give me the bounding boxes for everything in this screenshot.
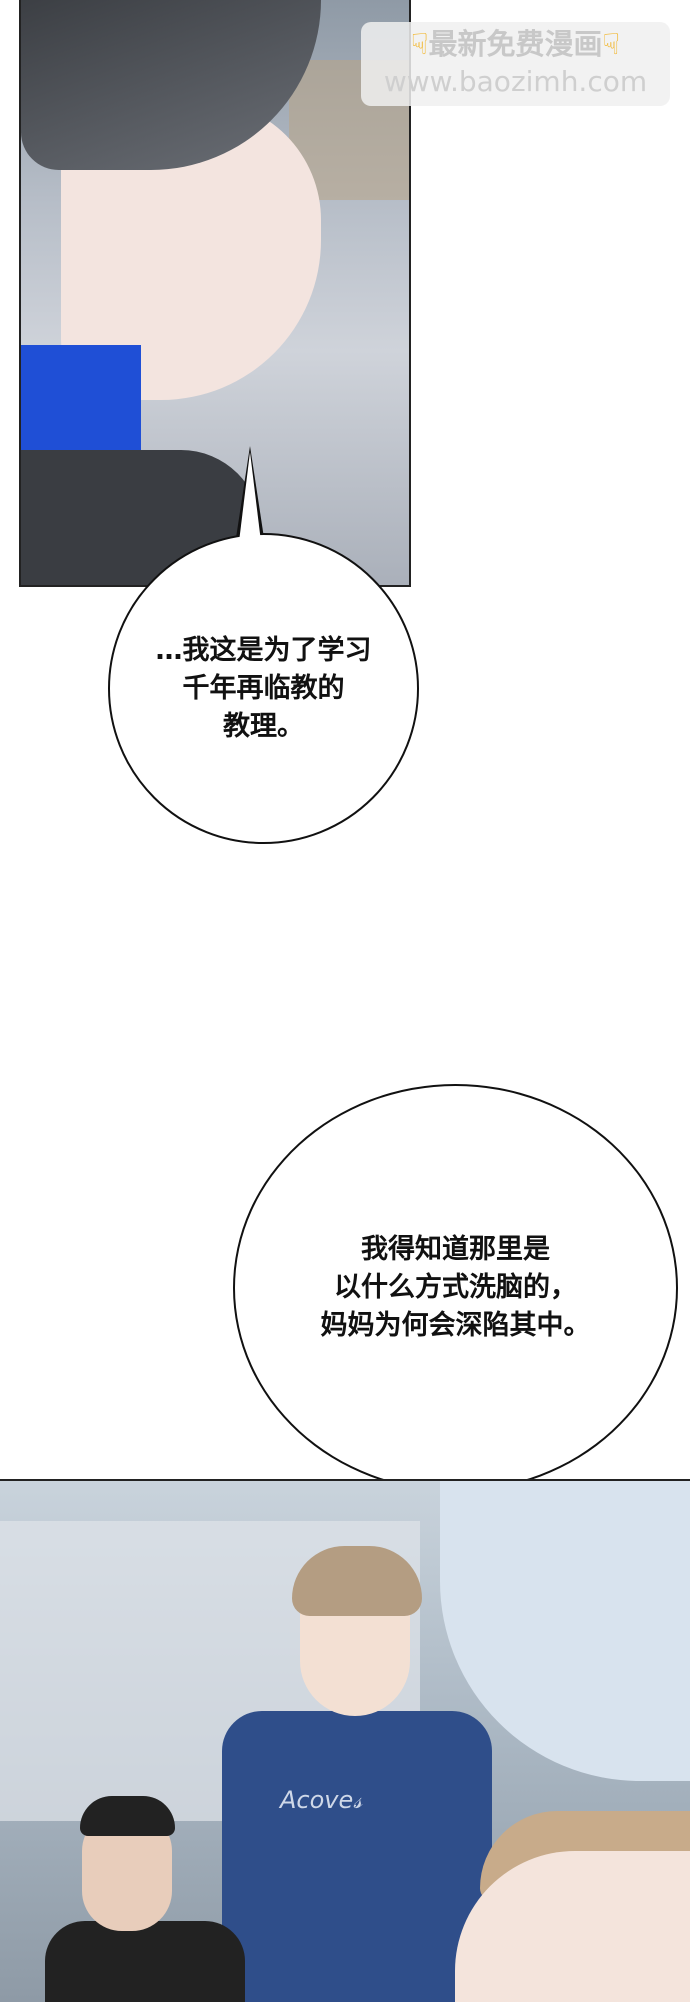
character-black-shirt xyxy=(45,1921,245,2002)
character-hair xyxy=(292,1546,422,1616)
watermark: ☟最新免费漫画☟ www.baozimh.com xyxy=(361,22,670,106)
speech-bubble-1: …我这是为了学习 千年再临教的 教理。 xyxy=(108,533,419,844)
watermark-title: 最新免费漫画 xyxy=(428,27,603,61)
watermark-url: www.baozimh.com xyxy=(383,65,648,98)
speech-bubble-tail-fill xyxy=(239,452,261,542)
shirt-print: Acove𝓈 xyxy=(280,1786,363,1814)
dialogue-text: …我这是为了学习 千年再临教的 教理。 xyxy=(155,634,372,742)
character-hair-2 xyxy=(80,1796,175,1836)
pointing-down-hand-icon: ☟ xyxy=(602,27,621,61)
speech-bubble-2: 我得知道那里是 以什么方式洗脑的， 妈妈为何会深陷其中。 xyxy=(233,1084,678,1492)
dialogue-text: 我得知道那里是 以什么方式洗脑的， 妈妈为何会深陷其中。 xyxy=(320,1234,591,1341)
comic-panel-top xyxy=(19,0,411,587)
comic-panel-bottom: Acove𝓈 xyxy=(0,1479,690,2002)
character-blue-shirt xyxy=(222,1711,492,2002)
pointing-down-hand-icon: ☟ xyxy=(410,27,429,61)
